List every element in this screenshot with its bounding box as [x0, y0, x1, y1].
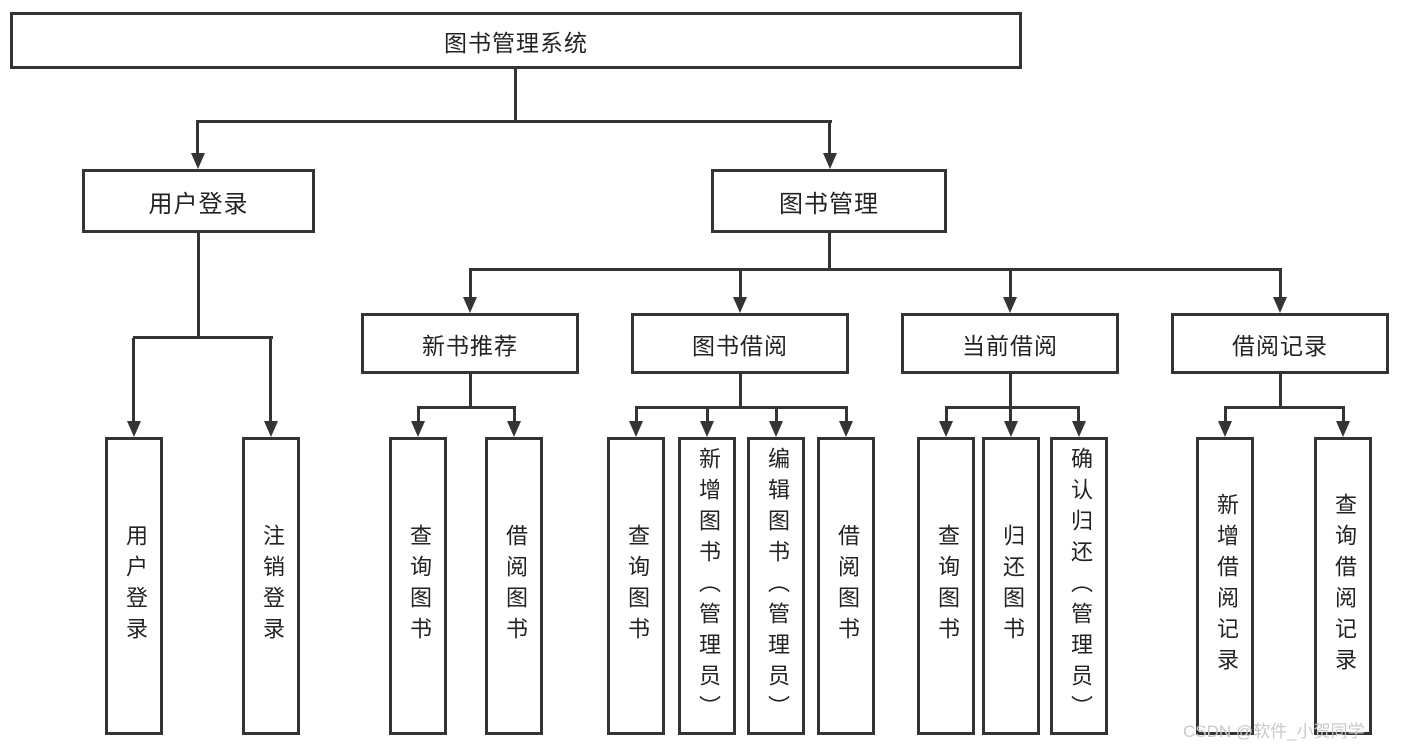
connector-line: [1009, 270, 1012, 297]
arrow-down-icon: [700, 421, 714, 437]
arrow-down-icon: [1072, 421, 1086, 437]
connector-line: [739, 270, 742, 297]
node-borrowing-records: 借阅记录: [1171, 313, 1389, 374]
connector-line: [635, 406, 848, 409]
connector-line: [828, 233, 831, 270]
arrow-down-icon: [733, 297, 747, 313]
connector-line: [469, 270, 472, 297]
connector-line: [133, 336, 273, 339]
connector-line: [469, 374, 472, 409]
connector-line: [635, 408, 638, 422]
arrow-down-icon: [1004, 421, 1018, 437]
connector-line: [132, 338, 135, 422]
leaf-query-books-1: 查询图书: [389, 437, 447, 735]
connector-line: [1279, 374, 1282, 409]
leaf-edit-book-admin: 编辑图书（管理员）: [747, 437, 805, 735]
arrow-down-icon: [507, 421, 521, 437]
connector-line: [1224, 406, 1345, 409]
arrow-down-icon: [629, 421, 643, 437]
connector-line: [196, 122, 199, 155]
connector-line: [945, 406, 1080, 409]
watermark: CSDN @软件_小贺同学: [1183, 722, 1365, 741]
connector-line: [196, 120, 832, 123]
connector-line: [1009, 374, 1012, 409]
leaf-return-book: 归还图书: [982, 437, 1040, 735]
arrow-down-icon: [1273, 297, 1287, 313]
connector-line: [417, 406, 516, 409]
connector-line: [197, 233, 200, 339]
node-new-book-recommend: 新书推荐: [361, 313, 579, 374]
leaf-confirm-return-admin: 确认归还（管理员）: [1050, 437, 1108, 735]
connector-line: [828, 122, 831, 155]
connector-line: [513, 408, 516, 422]
leaf-query-books-3: 查询图书: [917, 437, 975, 735]
arrow-down-icon: [1218, 421, 1232, 437]
connector-line: [417, 408, 420, 422]
leaf-borrow-books-1: 借阅图书: [485, 437, 543, 735]
connector-line: [945, 408, 948, 422]
connector-line: [1342, 408, 1345, 422]
arrow-down-icon: [264, 421, 278, 437]
arrow-down-icon: [127, 421, 141, 437]
connector-line: [1279, 270, 1282, 297]
leaf-query-borrow-record: 查询借阅记录: [1314, 437, 1372, 735]
connector-line: [1224, 408, 1227, 422]
arrow-down-icon: [1336, 421, 1350, 437]
leaf-logout: 注销登录: [242, 437, 300, 735]
connector-line: [706, 408, 709, 422]
connector-line: [775, 408, 778, 422]
connector-line: [1009, 408, 1012, 422]
connector-line: [739, 374, 742, 409]
node-book-management: 图书管理: [711, 169, 947, 233]
node-user-login: 用户登录: [82, 169, 315, 233]
leaf-user-login: 用户登录: [105, 437, 163, 735]
arrow-down-icon: [191, 153, 205, 169]
arrow-down-icon: [939, 421, 953, 437]
arrow-down-icon: [463, 297, 477, 313]
node-book-borrowing: 图书借阅: [631, 313, 849, 374]
arrow-down-icon: [769, 421, 783, 437]
connector-line: [269, 338, 272, 422]
arrow-down-icon: [1003, 297, 1017, 313]
node-current-borrowing: 当前借阅: [901, 313, 1119, 374]
leaf-borrow-books-2: 借阅图书: [817, 437, 875, 735]
node-root: 图书管理系统: [10, 12, 1022, 69]
leaf-add-book-admin: 新增图书（管理员）: [678, 437, 736, 735]
connector-line: [514, 69, 517, 122]
connector-line: [1077, 408, 1080, 422]
arrow-down-icon: [823, 153, 837, 169]
leaf-query-books-2: 查询图书: [607, 437, 665, 735]
arrow-down-icon: [839, 421, 853, 437]
arrow-down-icon: [411, 421, 425, 437]
leaf-add-borrow-record: 新增借阅记录: [1196, 437, 1254, 735]
connector-line: [845, 408, 848, 422]
connector-line: [469, 268, 1282, 271]
